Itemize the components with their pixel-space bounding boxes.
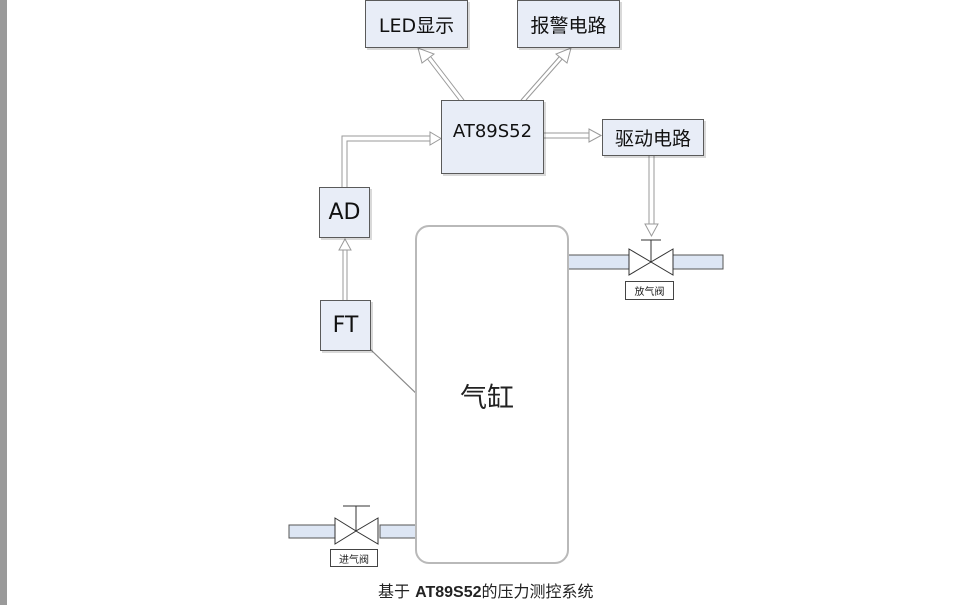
caption-prefix: 基于 [378,582,416,601]
outlet-valve-label: 放气阀 [625,281,674,300]
driver-circuit-block: 驱动电路 [602,119,704,156]
outlet-valve-symbol [628,239,674,276]
inlet-valve-label: 进气阀 [330,549,378,567]
arrow-mcu-to-driver [544,128,603,143]
arrow-mcu-to-alarm [520,47,572,101]
led-display-block: LED显示 [365,0,468,48]
mcu-block: AT89S52 [441,100,544,174]
arrow-ft-to-ad [338,237,352,300]
ad-converter-block: AD [319,187,370,238]
arrow-driver-to-valve [644,156,659,238]
inlet-valve-symbol [334,505,379,545]
caption-suffix: 的压力测控系统 [481,582,594,601]
cylinder-label: 气缸 [460,383,514,414]
alarm-circuit-block: 报警电路 [517,0,620,48]
pressure-sensor-block: FT [320,300,371,351]
caption-chip: AT89S52 [415,584,482,601]
left-border [0,0,7,605]
figure-caption: 基于 AT89S52的压力测控系统 [378,578,594,602]
cylinder-tank [415,225,569,564]
arrow-mcu-to-led [417,47,465,101]
arrow-ad-to-mcu [341,131,442,187]
